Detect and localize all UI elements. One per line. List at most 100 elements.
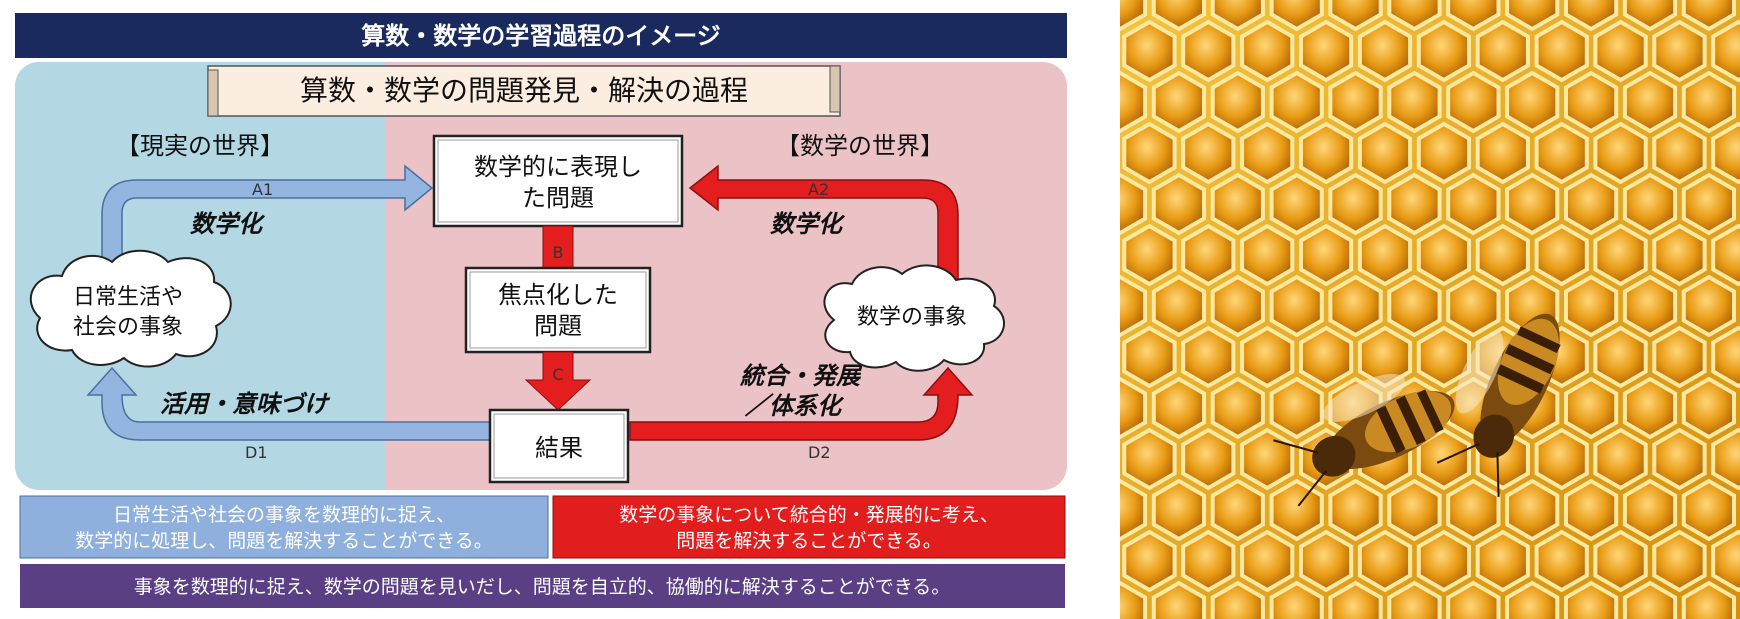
honeycomb-cell	[1299, 529, 1354, 593]
honeycomb-cell	[1564, 478, 1619, 542]
honeycomb-cell	[1652, 325, 1707, 389]
honeycomb-cell	[1387, 70, 1442, 134]
honeycomb-cell	[1681, 172, 1736, 236]
honeycomb-cell	[1181, 325, 1236, 389]
honeycomb-cell	[1151, 0, 1206, 32]
svg-text:た問題: た問題	[522, 184, 594, 212]
arrow-a2-label: A2	[808, 180, 829, 199]
honeycomb-cell	[1416, 223, 1471, 287]
svg-text:数学的に処理し、問題を解決することができる。: 数学的に処理し、問題を解決することができる。	[75, 530, 493, 552]
honeycomb-cell	[1269, 580, 1324, 619]
honeycomb-cell	[1564, 376, 1619, 440]
honeycomb-cell	[1387, 0, 1442, 32]
honeycomb-cell	[1120, 70, 1148, 134]
honeycomb-cell	[1622, 70, 1678, 134]
honeycomb-cell	[1564, 0, 1619, 32]
honeycomb-cell	[1711, 325, 1740, 389]
honeycomb-cell	[1416, 19, 1471, 83]
arrow-d1: D1	[86, 366, 491, 462]
honeycomb-cell	[1120, 580, 1148, 619]
summary-right-box: 数学の事象について統合的・発展的に考え、 問題を解決することができる。	[552, 495, 1066, 559]
honeycomb-cell	[1387, 580, 1442, 619]
honeycomb-cell	[1357, 121, 1413, 185]
honeycomb-cell	[1328, 172, 1383, 236]
honeycomb-cell	[1564, 70, 1619, 134]
mathematize-left-label: 数学化	[190, 210, 266, 238]
honeycomb-cell	[1681, 478, 1736, 542]
svg-text:日常生活や: 日常生活や	[73, 285, 183, 310]
summary-bottom-box: 事象を数理的に捉え、数学の問題を見いだし、問題を自立的、協働的に解決することがで…	[20, 564, 1065, 608]
honeycomb-cell	[1151, 274, 1206, 338]
integrate-label-line2: ／体系化	[744, 392, 845, 420]
honeycomb-cell	[1505, 0, 1560, 32]
honeycomb-cell	[1328, 274, 1383, 338]
honeycomb-cell	[1120, 0, 1148, 32]
arrow-a2: A2	[688, 164, 959, 291]
honeycomb-cell	[1446, 274, 1501, 338]
honeycomb-cell	[1328, 580, 1383, 619]
honeycomb-cell	[1151, 70, 1206, 134]
honeycomb-cell	[1357, 529, 1413, 593]
honeycomb-cell	[1240, 529, 1295, 593]
honeycomb-cell	[1210, 274, 1265, 338]
honeycomb-cell	[1151, 580, 1206, 619]
honeycomb-cell	[1681, 274, 1736, 338]
honeycomb-cell	[1652, 427, 1707, 491]
svg-text:数学の事象について統合的・発展的に考え、: 数学の事象について統合的・発展的に考え、	[619, 504, 998, 526]
honeycomb-cell	[1387, 172, 1442, 236]
honeycomb-cell	[1622, 478, 1678, 542]
honeycomb-cell	[1622, 0, 1678, 32]
honeycomb-cell	[1181, 427, 1236, 491]
honeycomb-cell	[1446, 0, 1501, 32]
honeycomb-cell	[1505, 580, 1560, 619]
honeycomb-cell	[1475, 19, 1530, 83]
honeycomb-cell	[1652, 529, 1707, 593]
svg-text:問題: 問題	[534, 312, 582, 340]
honeycomb-cell	[1240, 223, 1295, 287]
honeycomb-cell	[1210, 0, 1265, 32]
process-title: 算数・数学の問題発見・解決の過程	[300, 74, 748, 107]
honeycomb-cell	[1181, 19, 1236, 83]
honeycomb-cell	[1564, 172, 1619, 236]
honeycomb-cell	[1711, 121, 1740, 185]
honeycomb-cell	[1681, 70, 1736, 134]
honeycomb-cell	[1299, 121, 1354, 185]
arrow-a1-label: A1	[252, 180, 273, 199]
honeycomb-cell	[1120, 274, 1148, 338]
honeycomb-cell	[1120, 376, 1148, 440]
honeycomb-cell	[1299, 223, 1354, 287]
math-learning-process-diagram: 算数・数学の学習過程のイメージ 算数・数学の問題発見・解決の過程 【現実の世界】…	[15, 13, 1067, 608]
honeycomb-cell	[1534, 427, 1589, 491]
honeycomb-cell	[1269, 274, 1324, 338]
honeycomb-cell	[1269, 70, 1324, 134]
honeycomb-cell	[1210, 478, 1265, 542]
honeycomb-cell	[1122, 223, 1177, 287]
svg-text:日常生活や社会の事象を数理的に捉え、: 日常生活や社会の事象を数理的に捉え、	[113, 504, 455, 526]
bee-right	[1436, 313, 1561, 497]
arrow-c-label: C	[552, 365, 563, 384]
honeycomb-cell	[1475, 529, 1530, 593]
honeycomb-cell	[1593, 121, 1648, 185]
honeycomb-cell	[1593, 427, 1648, 491]
honeycomb-cell	[1299, 325, 1354, 389]
honeycomb-cell	[1210, 70, 1265, 134]
honeycomb-cell	[1151, 376, 1206, 440]
honeycomb-cell	[1446, 172, 1501, 236]
arrow-b: B	[542, 225, 574, 269]
focused-problem-box: 焦点化した 問題	[464, 266, 652, 354]
honeycomb-cell	[1240, 121, 1295, 185]
honeycomb-cell	[1711, 223, 1740, 287]
svg-text:結果: 結果	[535, 434, 583, 462]
svg-text:社会の事象: 社会の事象	[73, 315, 183, 340]
honeycomb-cell	[1269, 172, 1324, 236]
honeycomb-cell	[1387, 478, 1442, 542]
honeycomb-cell	[1122, 427, 1177, 491]
honeycomb-cell	[1416, 529, 1471, 593]
honeycomb-cell	[1622, 376, 1678, 440]
honeycomb-cell	[1328, 478, 1383, 542]
header-bar	[15, 13, 1067, 58]
real-world-label: 【現実の世界】	[116, 132, 284, 160]
svg-text:焦点化した: 焦点化した	[498, 281, 618, 309]
honeycomb-cell	[1357, 325, 1413, 389]
honeycomb-cell	[1446, 478, 1501, 542]
